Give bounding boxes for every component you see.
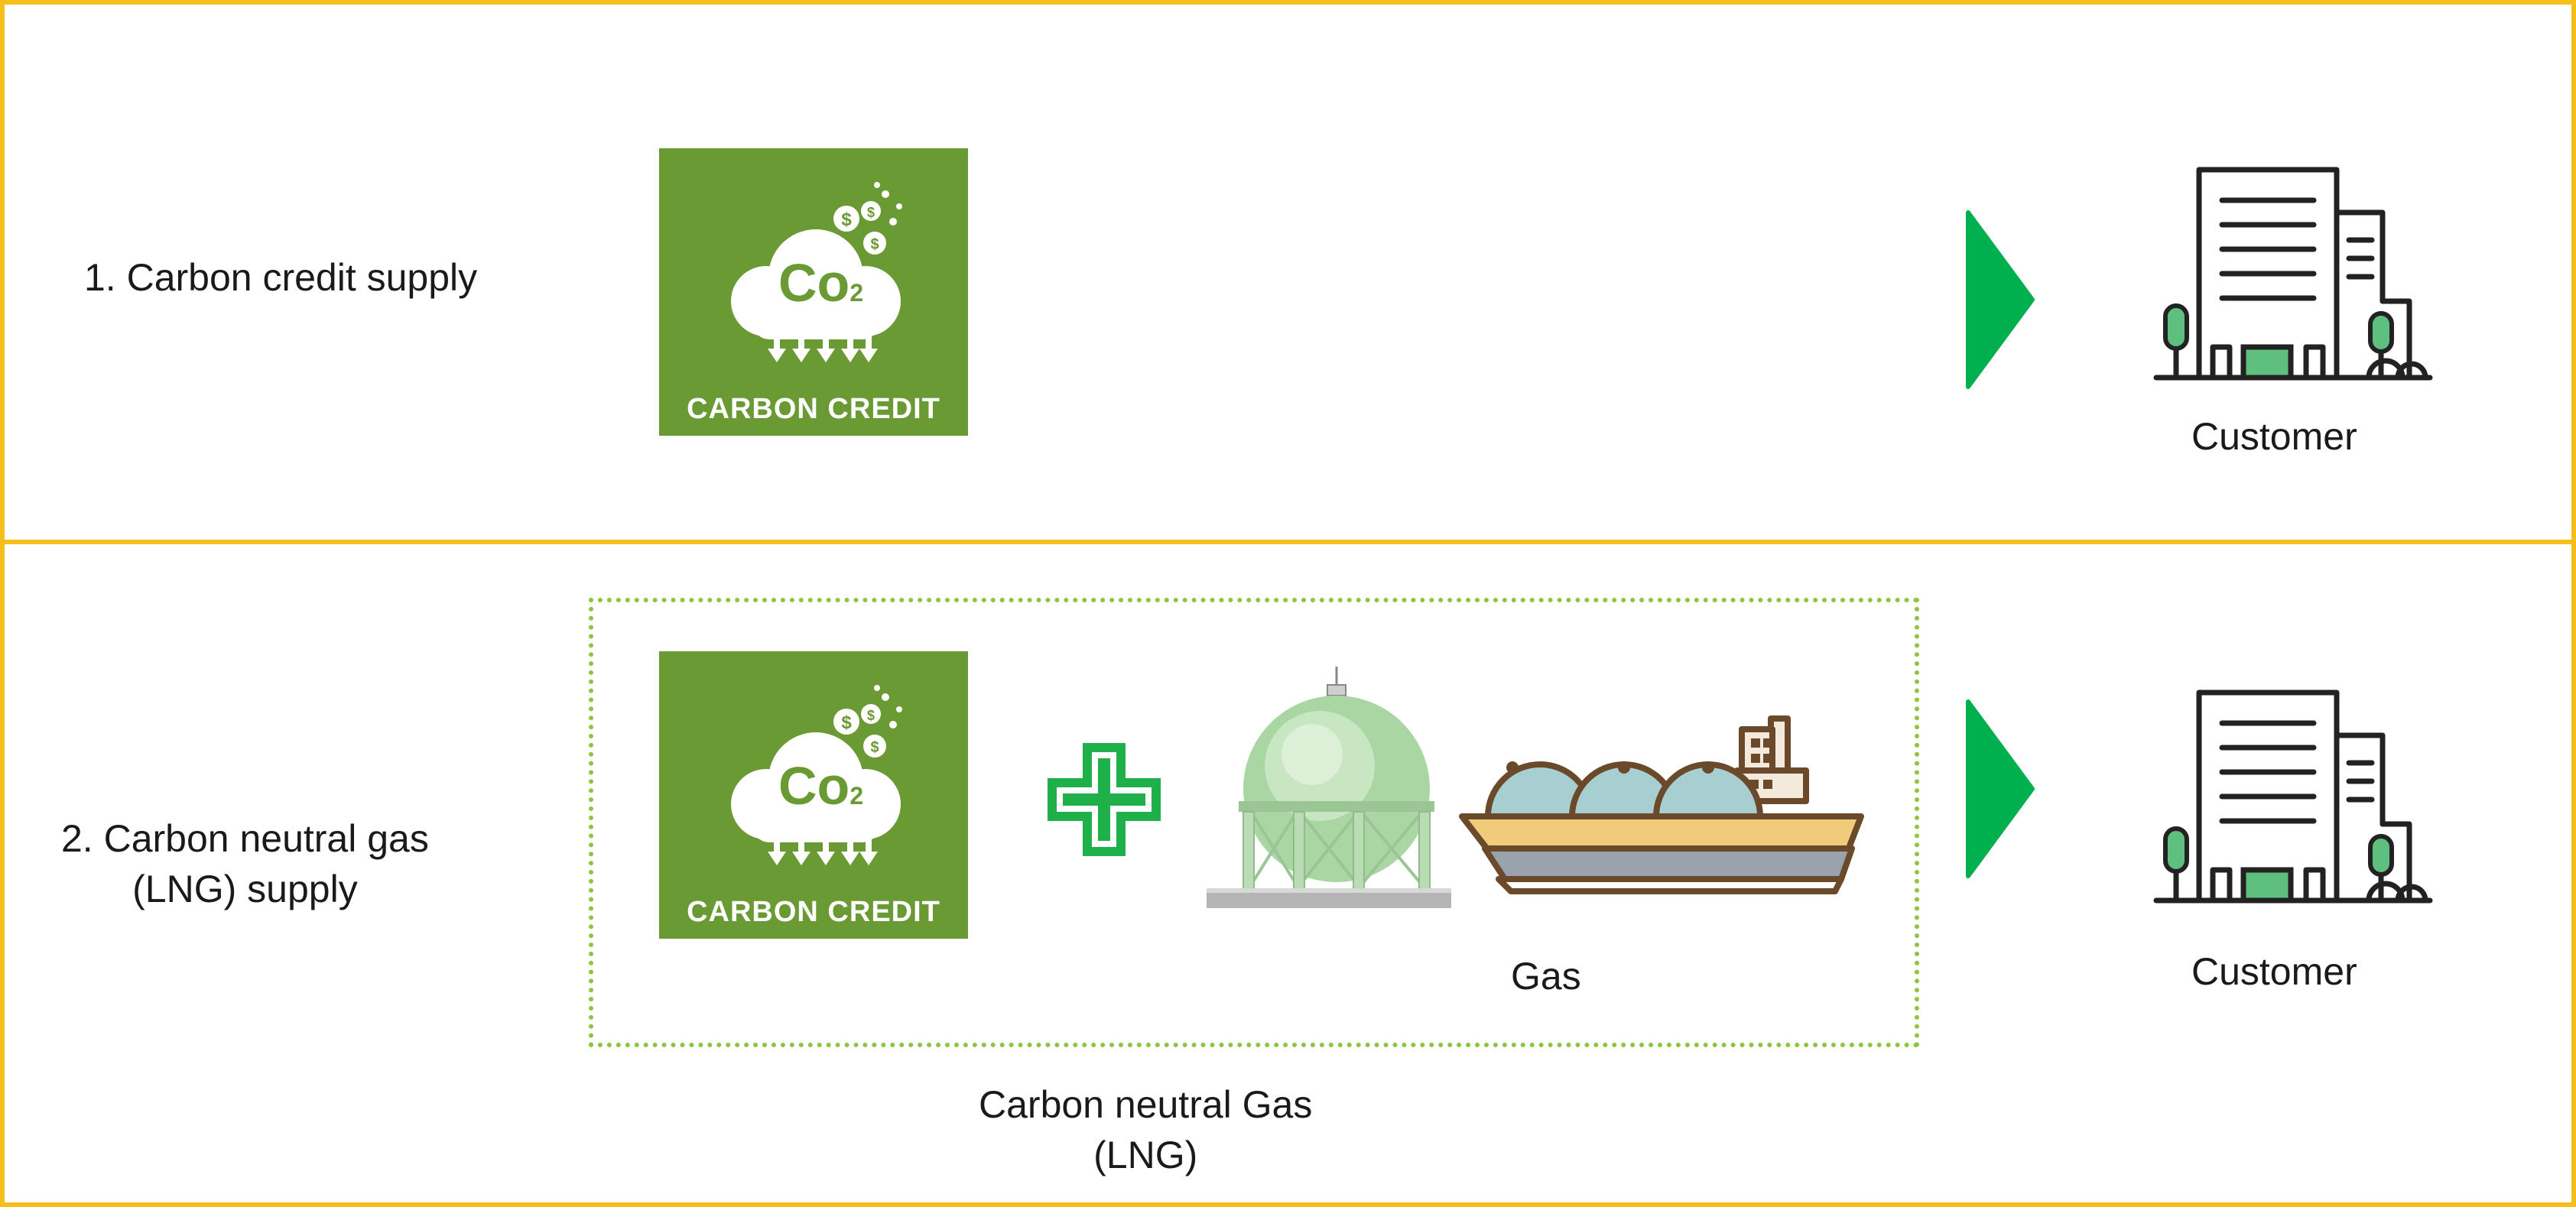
plus-icon (1048, 743, 1161, 856)
play-arrow-icon (1966, 210, 2035, 389)
panel-carbon-credit-supply (0, 0, 2576, 544)
carbon-credit-card: $ $ $ Co2 CARBON CREDIT (659, 148, 968, 436)
carbon-credit-card-2: $ $ $ Co2 CARBON CREDIT (659, 651, 968, 939)
row2-customer-label: Customer (2191, 950, 2357, 993)
co2-subscript: 2 (849, 279, 864, 307)
carbon-credit-label: CARBON CREDIT (687, 393, 940, 425)
dollar-coin-icon (833, 182, 902, 255)
svg-text:$: $ (870, 739, 879, 756)
row2-label-line2: (LNG) supply (132, 868, 358, 910)
svg-text:$: $ (841, 209, 852, 230)
row2-label: 2. Carbon neutral gas (LNG) supply (61, 813, 429, 914)
lng-ship-icon (1459, 715, 1864, 894)
row2-label-line1: 2. Carbon neutral gas (61, 817, 429, 860)
co2-subscript: 2 (849, 782, 864, 810)
co2-formula: Co (778, 253, 850, 313)
co2-formula: Co (778, 756, 850, 816)
svg-text:$: $ (867, 708, 875, 723)
gas-tank-icon (1207, 667, 1451, 908)
bundle-label-line2: (LNG) (1093, 1134, 1198, 1176)
svg-text:$: $ (841, 712, 852, 733)
svg-text:$: $ (870, 236, 879, 253)
bundle-label-line1: Carbon neutral Gas (979, 1083, 1313, 1126)
gas-label: Gas (1511, 955, 1581, 998)
row1-label: 1. Carbon credit supply (84, 256, 478, 299)
play-arrow-icon (1966, 699, 2035, 878)
svg-text:$: $ (867, 205, 875, 220)
co2-cloud-icon: $ $ $ (731, 685, 902, 865)
office-building-icon (2153, 689, 2433, 904)
row1-customer-label: Customer (2191, 415, 2357, 458)
bundle-label: Carbon neutral Gas (LNG) (979, 1079, 1312, 1180)
co2-cloud-icon: $ $ $ (731, 182, 902, 362)
office-building-icon (2153, 167, 2433, 381)
carbon-neutral-gas-bundle (589, 598, 1919, 1047)
dollar-coin-icon (833, 685, 902, 758)
carbon-credit-label: CARBON CREDIT (687, 896, 940, 928)
